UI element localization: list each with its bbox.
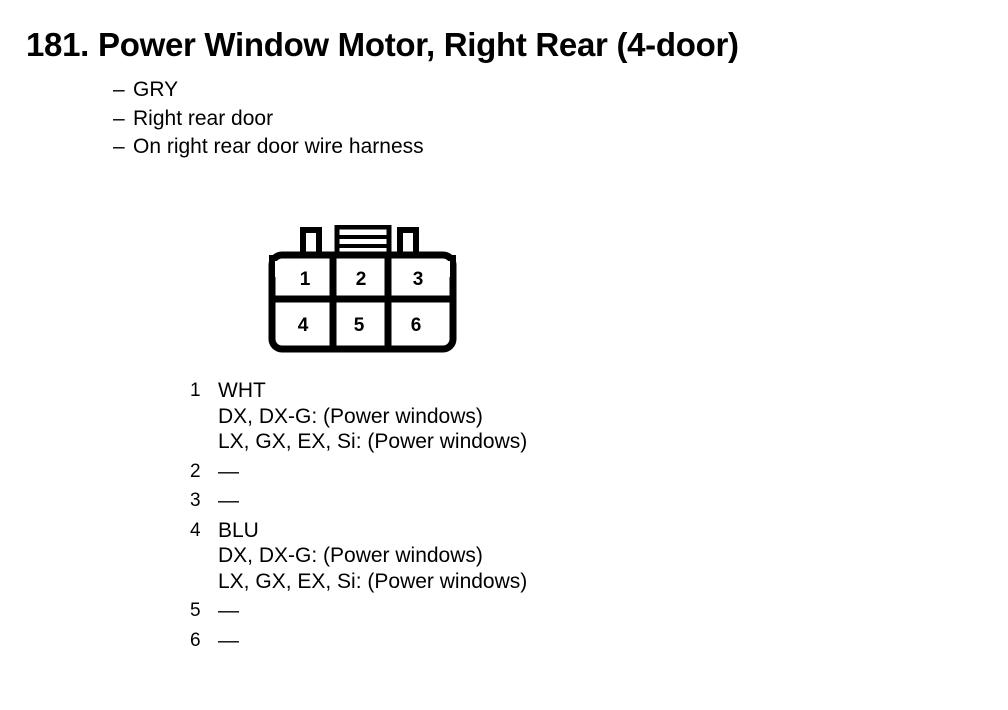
connector-cell-5: 5: [354, 315, 365, 336]
pin-value: —: [218, 599, 239, 622]
center-locking-tab: [334, 225, 392, 258]
connector-cell-3: 3: [413, 269, 424, 290]
pin-row: 3 —: [190, 488, 527, 514]
pin-entry-4: 4 BLU DX, DX-G: (Power windows) LX, GX, …: [190, 518, 527, 595]
pin-row: 4 BLU: [190, 518, 527, 544]
connector-cell-1: 1: [300, 269, 311, 290]
connector-cell-4: 4: [298, 315, 309, 336]
pin-entry-6: 6 —: [190, 628, 527, 654]
pin-note: LX, GX, EX, Si: (Power windows): [218, 569, 528, 593]
page-title: 181.Power Window Motor, Right Rear (4-do…: [26, 26, 739, 64]
pin-value: —: [218, 489, 239, 512]
list-item-label: Right rear door: [133, 106, 274, 130]
pin-number: 2: [190, 460, 201, 482]
connector-outline: 1 2 3 4 5 6: [268, 225, 457, 353]
pin-number: 3: [190, 490, 201, 511]
pin-note: DX, DX-G: (Power windows): [218, 544, 483, 567]
pin-assignment-list: 1 WHT DX, DX-G: (Power windows) LX, GX, …: [190, 378, 527, 657]
list-item-label: On right rear door wire harness: [133, 135, 424, 158]
list-item: –Right rear door: [113, 105, 424, 134]
right-nub-seam: [438, 261, 451, 277]
pin-number: 4: [190, 519, 201, 541]
left-nub-seam: [274, 261, 287, 277]
connector-diagram: 1 2 3 4 5 6: [255, 225, 470, 355]
pin-note: LX, GX, EX, Si: (Power windows): [218, 430, 528, 453]
attribute-list: –GRY –Right rear door –On right rear doo…: [113, 76, 424, 162]
top-right-tab: [397, 227, 419, 258]
pin-row: 6 —: [190, 628, 527, 654]
connector-cell-2: 2: [356, 269, 367, 290]
list-item-label: GRY: [133, 78, 179, 101]
pin-entry-3: 3 —: [190, 488, 527, 514]
pin-entry-5: 5 —: [190, 598, 527, 624]
bullet-dash: –: [113, 135, 125, 158]
pin-row: 2 —: [190, 459, 527, 485]
pin-entry-1: 1 WHT DX, DX-G: (Power windows) LX, GX, …: [190, 378, 527, 455]
pin-value: BLU: [218, 518, 259, 542]
pin-number: 5: [190, 600, 201, 621]
pin-number: 1: [190, 380, 201, 401]
bullet-dash: –: [113, 106, 125, 130]
entry-number: 181.: [26, 26, 90, 63]
pin-value: —: [218, 628, 239, 652]
entry-title: Power Window Motor, Right Rear (4-door): [98, 26, 739, 63]
pin-row: 5 —: [190, 598, 527, 624]
pin-entry-2: 2 —: [190, 459, 527, 485]
pin-number: 6: [190, 629, 201, 651]
list-item: –GRY: [113, 76, 424, 105]
pin-row: 1 WHT: [190, 378, 527, 404]
pin-note: DX, DX-G: (Power windows): [218, 404, 483, 428]
bullet-dash: –: [113, 78, 125, 101]
pin-value: WHT: [218, 379, 266, 402]
pin-value: —: [218, 459, 239, 483]
top-left-tab: [300, 227, 322, 258]
list-item: –On right rear door wire harness: [113, 133, 424, 162]
connector-cell-6: 6: [411, 315, 422, 336]
